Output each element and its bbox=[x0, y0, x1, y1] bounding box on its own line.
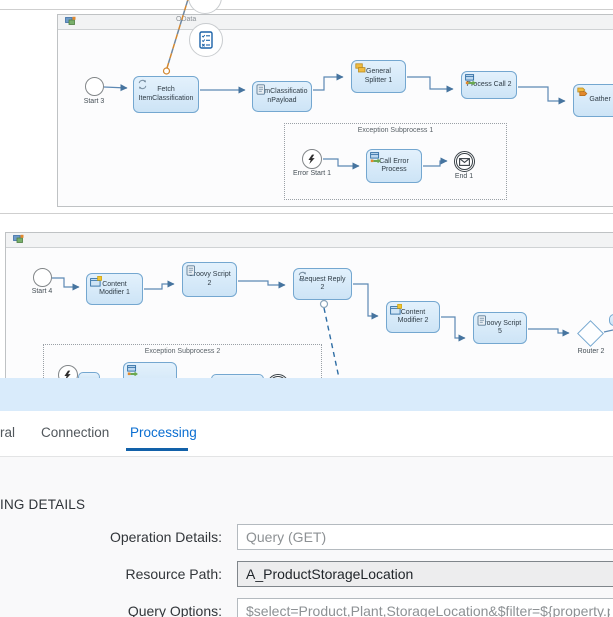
connection-adapter-label: OData bbox=[176, 16, 196, 23]
task-call-error-process[interactable]: Call Error Process bbox=[366, 149, 422, 183]
end-event-1[interactable] bbox=[454, 151, 475, 172]
selected-element-header-bar bbox=[0, 378, 613, 411]
task-process-call-2[interactable]: Process Call 2 bbox=[461, 71, 517, 99]
processing-tab-content: ING DETAILS Operation Details: Resource … bbox=[0, 456, 613, 617]
subprocess-label: Exception Subprocess 1 bbox=[285, 127, 506, 134]
event-label: Start 3 bbox=[74, 98, 114, 105]
script-icon bbox=[256, 84, 266, 98]
event-label: Error Start 1 bbox=[290, 170, 334, 177]
task-general-splitter-1[interactable]: General Splitter 1 bbox=[351, 60, 406, 93]
tab-processing[interactable]: Processing bbox=[130, 425, 197, 440]
error-start-event-1[interactable] bbox=[302, 149, 322, 169]
adapter-icon bbox=[199, 0, 211, 2]
subprocess-label: Exception Subprocess 2 bbox=[44, 348, 321, 355]
operation-details-label: Operation Details: bbox=[0, 524, 222, 550]
start-event-3[interactable] bbox=[85, 77, 104, 96]
process-icon bbox=[65, 13, 76, 31]
query-options-label: Query Options: bbox=[0, 598, 222, 617]
event-label: End 1 bbox=[448, 173, 480, 180]
error-start-event-2[interactable] bbox=[58, 365, 78, 378]
content-modifier-icon bbox=[390, 304, 402, 318]
section-title: ING DETAILS bbox=[0, 497, 85, 512]
splitter-icon bbox=[355, 63, 366, 76]
process-call-icon bbox=[127, 365, 139, 378]
task-gather-1[interactable]: Gather 1 bbox=[573, 84, 613, 117]
resource-path-input[interactable] bbox=[237, 561, 613, 587]
gather-icon bbox=[577, 87, 588, 100]
integration-flow-canvas[interactable]: Exception Subprocess 1 Exception Subproc… bbox=[0, 0, 613, 378]
connection-step-circle[interactable] bbox=[189, 23, 223, 57]
process-icon bbox=[13, 231, 24, 249]
properties-tabstrip: ral Connection Processing bbox=[0, 411, 613, 456]
lane-1-header bbox=[58, 15, 613, 30]
query-options-input bbox=[237, 598, 613, 617]
task-itemclassification-payload[interactable]: ItemClassificationPayload bbox=[252, 81, 312, 112]
task-groovy-script-2[interactable]: Groovy Script 2 bbox=[182, 262, 237, 297]
active-tab-underline bbox=[126, 448, 188, 451]
request-reply-icon bbox=[137, 79, 148, 93]
event-label: Start 4 bbox=[22, 288, 62, 295]
script-icon bbox=[186, 265, 196, 279]
task-groovy-script-5[interactable]: Groovy Script 5 bbox=[473, 312, 527, 344]
task-fetch-itemclassification[interactable]: Fetch ItemClassification bbox=[133, 76, 199, 113]
content-modifier-icon bbox=[90, 276, 102, 290]
task-request-reply-2[interactable]: Request Reply 2 bbox=[293, 268, 352, 300]
resource-path-label: Resource Path: bbox=[0, 561, 222, 587]
lightning-bolt-icon bbox=[308, 154, 316, 165]
process-call-icon bbox=[465, 74, 477, 88]
process-call-icon bbox=[370, 152, 382, 166]
gateway-label: Router 2 bbox=[569, 348, 613, 355]
lightning-bolt-icon bbox=[64, 370, 72, 379]
script-icon bbox=[477, 315, 487, 329]
request-reply-icon bbox=[297, 271, 308, 285]
task-content-modifier-2[interactable]: Content Modifier 2 bbox=[386, 301, 440, 333]
pool-divider-middle bbox=[0, 213, 613, 214]
task-cut-offscreen bbox=[609, 314, 613, 326]
envelope-icon bbox=[459, 158, 470, 166]
connection-endpoint-circle[interactable] bbox=[188, 0, 222, 14]
tab-connection[interactable]: Connection bbox=[41, 425, 109, 440]
lane-2-header bbox=[6, 233, 613, 248]
operation-details-input bbox=[237, 524, 613, 550]
pool-divider-top bbox=[0, 9, 613, 10]
start-event-4[interactable] bbox=[33, 268, 52, 287]
task-call-error-process-2[interactable] bbox=[123, 362, 177, 378]
task-content-modifier-1[interactable]: Content Modifier 1 bbox=[86, 273, 143, 305]
checklist-icon bbox=[199, 31, 213, 49]
tab-general-partial[interactable]: ral bbox=[0, 425, 15, 440]
